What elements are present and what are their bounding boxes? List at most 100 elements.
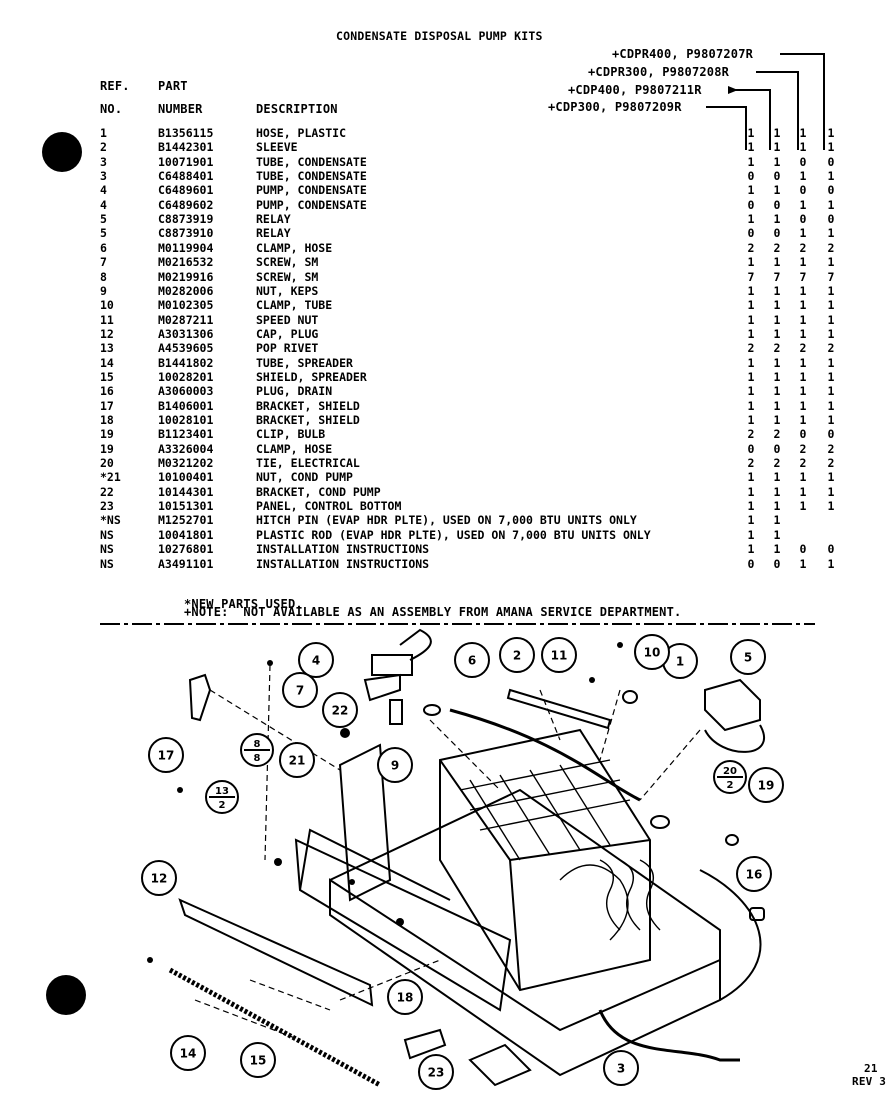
kit-2-qty: 1 <box>773 527 781 542</box>
kit-2-qty: 1 <box>773 255 781 270</box>
kit-2-qty: 0 <box>773 441 781 456</box>
kit-1-qty: 2 <box>747 341 755 356</box>
ref: 10 <box>100 298 114 313</box>
description: INSTALLATION INSTRUCTIONS <box>256 556 430 571</box>
description: BRACKET, COND PUMP <box>256 484 381 499</box>
page-number: 21 <box>864 1062 878 1075</box>
callout-19: 19 <box>748 767 784 803</box>
ref: 13 <box>100 341 114 356</box>
svg-text:14: 14 <box>180 1047 197 1061</box>
ref: 16 <box>100 384 114 399</box>
ref: 3 <box>100 169 107 184</box>
ref: 23 <box>100 499 114 514</box>
kit-4-qty: 2 <box>827 341 835 356</box>
ref: 12 <box>100 326 114 341</box>
svg-text:16: 16 <box>746 868 763 882</box>
kit-1-qty: 1 <box>747 312 755 327</box>
kit-1-qty: 0 <box>747 226 755 241</box>
kit-1-qty: 0 <box>747 197 755 212</box>
kit-label-2: +CDPR300, P9807208R <box>588 65 730 79</box>
kit-label-1: +CDPR400, P9807207R <box>612 47 754 61</box>
ref: 8 <box>100 269 107 284</box>
part-number: 10041801 <box>158 527 214 542</box>
binder-hole-top <box>42 132 82 172</box>
kit-1-qty: 1 <box>747 212 755 227</box>
part-number: A3031306 <box>158 326 214 341</box>
kit-2-qty: 1 <box>773 470 781 485</box>
svg-text:23: 23 <box>428 1066 445 1080</box>
kit-2-qty: 1 <box>773 326 781 341</box>
part-number: C8873919 <box>158 212 214 227</box>
kit-3-qty: 0 <box>799 427 807 442</box>
kit-3-qty: 1 <box>799 255 807 270</box>
kit-4-qty: 1 <box>827 312 835 327</box>
kit-2-qty: 7 <box>773 269 781 284</box>
part-header-1: PART <box>158 79 188 93</box>
part-number: A4539605 <box>158 341 214 356</box>
kit-3-qty: 0 <box>799 183 807 198</box>
kit-1-qty: 1 <box>747 369 755 384</box>
callout-16: 16 <box>736 856 772 892</box>
svg-text:3: 3 <box>617 1062 625 1076</box>
part-number: 10144301 <box>158 484 214 499</box>
kit-3-qty: 1 <box>799 326 807 341</box>
svg-text:6: 6 <box>468 654 476 668</box>
kit-3-qty: 1 <box>799 384 807 399</box>
callout-17: 17 <box>148 737 184 773</box>
svg-text:19: 19 <box>758 779 775 793</box>
ref: 14 <box>100 355 114 370</box>
revision-label: REV 3 <box>852 1075 887 1088</box>
ref: 15 <box>100 369 114 384</box>
kit-3-qty: 1 <box>799 226 807 241</box>
part-number: C8873910 <box>158 226 214 241</box>
kit-3-qty: 0 <box>799 212 807 227</box>
callout-9: 9 <box>377 747 413 783</box>
kit-3-qty: 1 <box>799 355 807 370</box>
description: NUT, KEPS <box>256 283 319 298</box>
part-number: M0219916 <box>158 269 214 284</box>
kit-2-qty: 1 <box>773 369 781 384</box>
description: SPEED NUT <box>256 312 319 327</box>
binder-hole-bottom <box>46 975 86 1015</box>
kit-4-qty: 1 <box>827 298 835 313</box>
svg-text:18: 18 <box>397 991 414 1005</box>
kit-4-qty: 1 <box>827 484 835 499</box>
kit-3-qty: 1 <box>799 197 807 212</box>
kit-3-qty: 1 <box>799 470 807 485</box>
kit-2-qty: 1 <box>773 212 781 227</box>
description: RELAY <box>256 212 291 227</box>
kit-3-qty: 0 <box>799 154 807 169</box>
part-number: A3060003 <box>158 384 214 399</box>
kit-label-3: +CDP400, P9807211R <box>568 83 702 97</box>
kit-3-qty: 1 <box>799 140 807 155</box>
description: SCREW, SM <box>256 269 319 284</box>
kit-2-qty: 2 <box>773 240 781 255</box>
svg-text:2: 2 <box>219 800 226 811</box>
kit-4-qty: 1 <box>827 283 835 298</box>
ref: 4 <box>100 183 107 198</box>
part-number: B1441802 <box>158 355 214 370</box>
ref: 2 <box>100 140 107 155</box>
svg-text:22: 22 <box>332 704 349 718</box>
kit-1-qty: 1 <box>747 527 755 542</box>
part-number: M0102305 <box>158 298 214 313</box>
kit-4-qty: 0 <box>827 212 835 227</box>
description: CAP, PLUG <box>256 326 319 341</box>
fraction-callout-13: 132 <box>205 780 239 814</box>
part-number: 10276801 <box>158 542 214 557</box>
kit-1-qty: 1 <box>747 255 755 270</box>
kit-3-qty: 0 <box>799 542 807 557</box>
callout-18: 18 <box>387 979 423 1015</box>
kit-leader-lines <box>706 53 825 150</box>
kit-4-qty: 1 <box>827 355 835 370</box>
kit-4-qty: 7 <box>827 269 835 284</box>
part-number: M0216532 <box>158 255 214 270</box>
